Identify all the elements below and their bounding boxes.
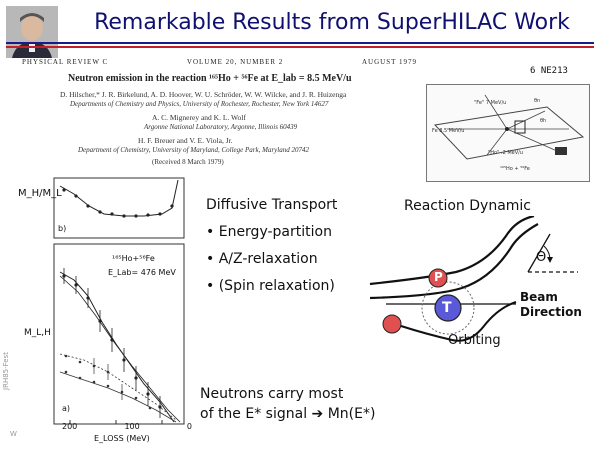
neutrons-line-1: Neutrons carry most (200, 386, 344, 402)
diffusive-transport-list: Diffusive Transport • Energy-partition •… (206, 192, 337, 300)
detector-beam-label: Fe 8.5 MeV/u (432, 128, 465, 134)
plot-top-tag: b) (58, 224, 67, 233)
title-rule-blue (6, 42, 594, 44)
plot-bottom-ylabel: M_L,H (24, 328, 51, 338)
plot-xtick: 100 (124, 422, 140, 431)
paper-authors-3: H. F. Breuer and V. E. Viola, Jr. (138, 136, 233, 145)
bullet-item: • (Spin relaxation) (206, 278, 335, 294)
journal-header: PHYSICAL REVIEW C VOLUME 20, NUMBER 2 AU… (22, 58, 417, 66)
paper-affil-2: Argonne National Laboratory, Argonne, Il… (144, 123, 298, 131)
plot-bottom-tag: a) (62, 404, 71, 413)
plot-xtick: 200 (62, 422, 78, 431)
paper-authors-1: D. Hilscher,* J. R. Birkelund, A. D. Hoo… (60, 90, 347, 99)
paper-affil-3: Department of Chemistry, University of M… (78, 146, 309, 154)
plot-xticks: 200 100 0 (62, 422, 192, 431)
reaction-dynamic-heading: Reaction Dynamic (404, 198, 531, 214)
arrow-icon: ➔ (311, 406, 324, 422)
reaction-dynamic-diagram (366, 214, 592, 356)
detector-fe-label: "Fe" 7 MeV/u (474, 100, 507, 106)
detector-theta-n: θn (534, 98, 541, 104)
orbiting-label: Orbiting (448, 333, 501, 348)
plot-top-ylabel: M_H/M_L (18, 188, 62, 199)
journal-name: PHYSICAL REVIEW C (22, 58, 109, 66)
detector-reaction: ¹⁶⁵Ho + ⁵⁶Fe (500, 166, 530, 172)
neutrons-line-2: of the E* signal ➔ Mn(E*) (200, 406, 376, 422)
plot-xtick: 0 (186, 422, 192, 431)
projectile-label: P (434, 270, 443, 284)
journal-volume: VOLUME 20, NUMBER 2 (186, 58, 284, 66)
detector-geometry-figure (426, 84, 590, 182)
paper-affil-1: Departments of Chemistry and Physics, Un… (70, 100, 329, 108)
slide-title: Remarkable Results from SuperHILAC Work (94, 10, 570, 35)
neutron-multiplicity-plot (14, 176, 192, 444)
paper-authors-2: A. C. Mignerey and K. L. Wolf (152, 113, 246, 122)
beam-label-1: Beam (520, 290, 558, 304)
detector-ho-label: "Ho" .2 MeV/u (488, 150, 524, 156)
neutrons-note: Neutrons carry most of the E* signal ➔ M… (200, 384, 375, 424)
bullet-item: • A/Z-relaxation (206, 251, 318, 267)
paper-received: (Received 8 March 1979) (152, 158, 224, 166)
title-rule-red (6, 46, 594, 48)
speaker-photo (6, 6, 58, 58)
journal-date: AUGUST 1979 (361, 58, 417, 66)
detector-theta-h: θh (540, 118, 547, 124)
bullet-item: • Energy-partition (206, 224, 332, 240)
paper-title: Neutron emission in the reaction ¹⁶⁵Ho +… (68, 73, 352, 84)
plot-energy-label: E_Lab= 476 MeV (108, 268, 176, 277)
theta-label: Θ (536, 250, 547, 265)
side-watermark: JRH85-Fest (2, 352, 10, 390)
diffusive-heading: Diffusive Transport (206, 197, 338, 213)
detector-label: 6 NE213 (530, 66, 568, 76)
beam-label-2: Direction (520, 305, 582, 319)
plot-xlabel: E_LOSS (MeV) (94, 434, 150, 443)
plot-reaction-label: ¹⁶⁵Ho+⁵⁶Fe (112, 254, 155, 263)
corner-mark: W (10, 430, 17, 438)
target-label: T (442, 300, 452, 316)
